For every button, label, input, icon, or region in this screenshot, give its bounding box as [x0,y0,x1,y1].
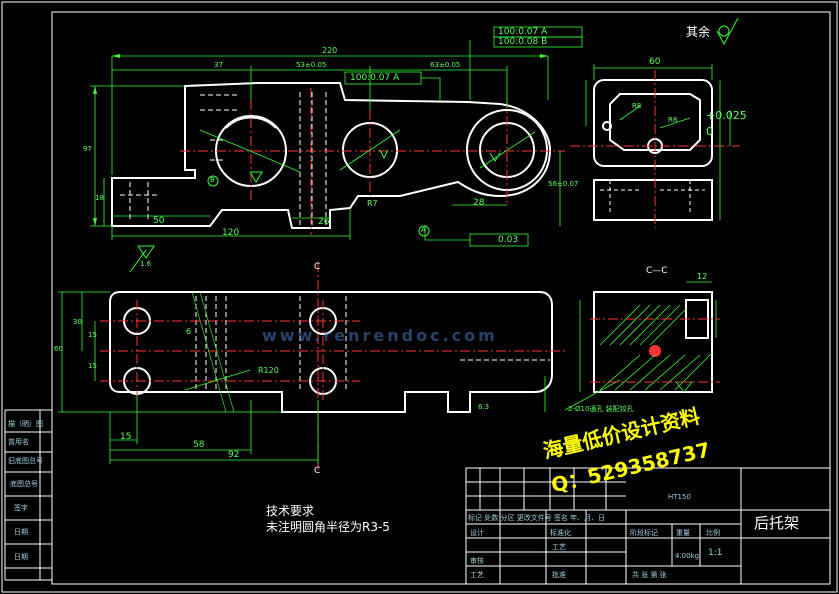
flatness-tolerance: 0.03 [498,235,519,245]
datum-markers [207,175,430,237]
section-mark-top: C [314,262,321,272]
section-view-hatch [599,304,713,391]
front-view-dims [90,26,583,247]
side-r8-b: R8 [668,116,678,124]
process-label: 工艺 [552,543,566,551]
left-strip-item: 描（晒）图 [8,420,43,428]
scale-value: 1:1 [708,548,723,558]
revision-header: 标记 处数 分区 更改文件号 签名 年、月、日 [468,513,605,523]
parallelism-tolerance-2: 100:0.08 B [498,37,547,47]
front-view-arrows [93,54,548,226]
material-label: HT150 [668,493,691,501]
watermark-site: www.renrendoc.com [262,326,498,345]
datum-b-label: B [210,176,215,184]
parallelism-tolerance-3: 100:0.07 A [350,73,399,83]
weight-label: 重量 [676,529,690,537]
rev-col: 签名 [553,514,568,522]
tol3-value: 100:0.07 [350,73,391,83]
dim-15-a: 15 [88,331,97,339]
tol3-ref: A [393,73,400,83]
rev-col: 标记 [468,514,482,522]
dim-58: 58 [193,440,205,450]
left-strip-item: 旧底图总号 [8,457,43,465]
craft-label: 工艺 [470,571,484,579]
check-label: 审核 [470,557,484,565]
side-tol-lower: 0 [706,125,713,138]
dim-r7: R7 [367,199,378,208]
dim-63: 63±0.05 [430,61,461,69]
dim-53: 53±0.05 [296,61,327,69]
dim-overall-length: 220 [322,46,338,55]
dim-15-b: 15 [88,362,97,370]
left-strip-item: 曾用名 [8,438,29,446]
part-name: 后托架 [754,514,800,532]
design-label: 设计 [470,529,484,537]
side-view-dims [585,64,731,220]
rest-finish-note: 其余 [686,25,711,39]
dim-r120: R120 [258,366,279,375]
dim-37: 37 [214,61,223,69]
plan-view-outline [109,291,553,413]
plan-view-dims [58,291,546,464]
dim-97: 97 [83,145,92,153]
datum-a-label: A [421,226,426,234]
parallelism-tolerance-1: 100:0.07 A [498,27,547,37]
stage-label: 阶段标记 [630,529,658,537]
side-r8-a: R8 [632,102,642,110]
plan-view-hidden [195,296,550,390]
tol2-value: 100:0.08 [498,37,539,47]
plan-view-hatch [191,291,235,413]
tol2-ref: B [541,37,548,47]
plan-view-centerlines [100,262,565,470]
left-strip-item: 签字 [14,504,28,512]
surface-finish-marks [129,17,739,273]
dim-50: 50 [153,216,165,226]
rev-col: 更改文件号 [516,514,552,522]
rev-col: 年、月、日 [570,514,606,522]
dim-18: 18 [95,194,104,202]
left-strip-item: 日期 [14,553,28,561]
dim-60-plan: 60 [54,345,63,353]
tol1-value: 100:0.07 [498,27,539,37]
left-strip-item: 底图总号 [10,480,38,488]
notes-title: 技术要求 [266,504,315,518]
dim-6: 6 [186,327,192,336]
section-view-centerlines [590,318,720,383]
rev-col: 处数 [484,514,499,522]
tol1-ref: A [541,27,548,37]
dim-30: 30 [73,318,82,326]
front-view-centerlines [180,88,565,235]
title-block-lines [465,467,831,585]
dim-120: 120 [222,228,240,238]
dim-15-c: 15 [120,432,132,442]
roughness-ra: 1.6 [140,260,152,268]
sheet-count: 共 张 第 张 [632,571,667,579]
roughness-6-3: 6.3 [478,403,490,411]
dim-60-side: 60 [649,57,661,67]
scale-label: 比例 [706,529,720,537]
side-tol-upper: +0.025 [706,109,747,122]
dim-92: 92 [228,450,240,460]
section-dim-12: 12 [697,272,708,281]
section-hole-note: 2-Ø10通孔 装配铰孔 [568,405,634,413]
side-view-outline [593,79,713,221]
dim-26: 26 [318,217,330,227]
dim-56: 56±0.07 [548,180,579,188]
approve-label: 批准 [552,571,566,579]
side-view-hidden [600,180,705,215]
notes-line1: 未注明圆角半径为R3-5 [266,520,390,534]
section-mark-bottom: C [314,466,321,476]
weight-value: 4.00kg [675,552,700,560]
section-title: C—C [646,266,668,276]
section-view-dims [564,281,717,411]
front-view-hidden [120,92,327,226]
dim-28: 28 [473,198,485,208]
left-strip-item: 日期 [14,528,28,536]
side-view-centerlines [570,70,740,228]
rev-col: 分区 [500,514,515,522]
standard-label: 标准化 [550,529,571,537]
